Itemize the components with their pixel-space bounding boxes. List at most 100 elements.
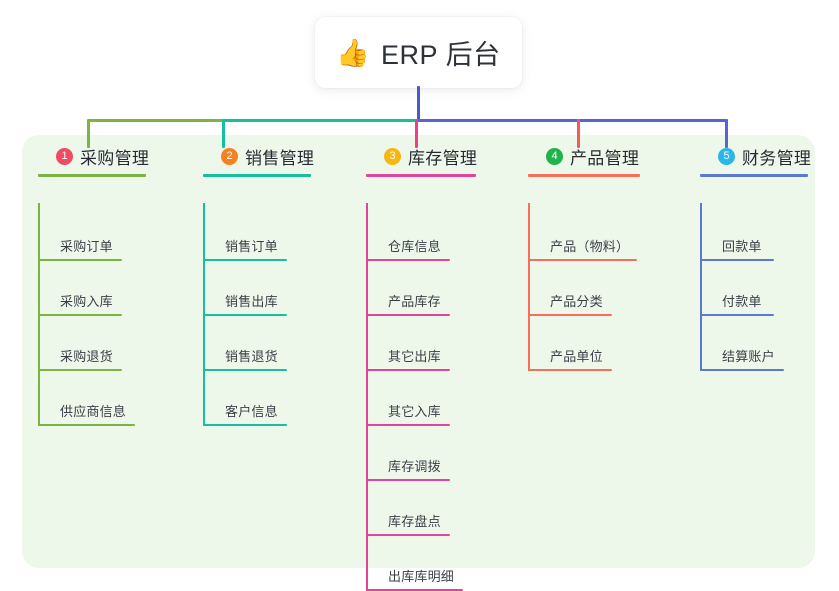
branch-underline [203, 174, 311, 177]
leaf-item[interactable]: 其它入库 [366, 394, 460, 426]
diagram-panel [22, 135, 815, 568]
branch-drop-product [577, 119, 580, 148]
branch-index-badge: 2 [221, 147, 238, 165]
leaf-item[interactable]: 产品分类 [528, 284, 622, 316]
leaf-item[interactable]: 销售订单 [203, 229, 297, 261]
root-title: ERP 后台 [381, 40, 501, 70]
leaf-item-label: 产品分类 [550, 294, 603, 309]
leaf-item-underline [203, 259, 287, 261]
leaf-item-label: 仓库信息 [388, 239, 441, 254]
leaf-item-underline [528, 314, 612, 316]
leaf-item[interactable]: 产品库存 [366, 284, 460, 316]
leaf-item-underline [38, 424, 135, 426]
leaf-item-label: 产品单位 [550, 349, 603, 364]
leaf-item[interactable]: 客户信息 [203, 394, 297, 426]
leaf-item-underline [366, 479, 450, 481]
leaf-item-label: 产品（物料） [550, 239, 630, 254]
branch-header-product[interactable]: 4 产品管理 [528, 143, 639, 169]
branch-title: 库存管理 [408, 148, 478, 168]
root-stem-connector [417, 86, 420, 122]
leaf-item[interactable]: 产品（物料） [528, 229, 647, 261]
trunk-segment-teal [223, 119, 416, 122]
leaf-item-label: 其它出库 [388, 349, 441, 364]
leaf-item-underline [700, 314, 774, 316]
leaf-item[interactable]: 销售退货 [203, 339, 297, 371]
branch-drop-inventory [415, 119, 418, 148]
branch-column-inventory: 3 库存管理仓库信息产品库存其它出库其它入库库存调拨库存盘点出库库明细 [366, 143, 477, 591]
branch-spine [528, 203, 530, 371]
leaf-item-label: 销售出库 [225, 294, 278, 309]
branch-title: 采购管理 [80, 148, 150, 168]
leaf-item[interactable]: 仓库信息 [366, 229, 460, 261]
leaf-item[interactable]: 库存盘点 [366, 504, 460, 536]
branch-drop-finance [725, 119, 728, 148]
root-node-card[interactable]: 👍 ERP 后台 [315, 17, 522, 88]
branch-drop-sales [222, 119, 225, 148]
branch-column-sales: 2 销售管理销售订单销售出库销售退货客户信息 [203, 143, 314, 426]
branch-column-product: 4 产品管理产品（物料） 产品分类产品单位 [528, 143, 640, 371]
leaf-item[interactable]: 供应商信息 [38, 394, 145, 426]
leaf-item[interactable]: 库存调拨 [366, 449, 460, 481]
leaf-item-underline [366, 369, 450, 371]
leaf-item-label: 库存调拨 [388, 459, 441, 474]
leaf-item-underline [366, 534, 450, 536]
leaf-item-underline [38, 259, 122, 261]
leaf-item-label: 采购入库 [60, 294, 113, 309]
trunk-segment-green [88, 119, 223, 122]
branch-title: 销售管理 [245, 148, 315, 168]
branch-header-inventory[interactable]: 3 库存管理 [366, 143, 477, 169]
leaf-item-underline [700, 259, 774, 261]
branch-index-badge: 4 [546, 147, 563, 165]
branch-drop-purchase [87, 119, 90, 148]
leaf-item[interactable]: 付款单 [700, 284, 784, 316]
branch-underline [528, 174, 640, 177]
branch-column-purchase: 1 采购管理采购订单采购入库采购退货供应商信息 [38, 143, 149, 426]
leaf-item-label: 产品库存 [388, 294, 441, 309]
leaf-item[interactable]: 产品单位 [528, 339, 622, 371]
leaf-item-label: 其它入库 [388, 404, 441, 419]
leaf-item-underline [528, 259, 637, 261]
branch-header-sales[interactable]: 2 销售管理 [203, 143, 314, 169]
trunk-segment-blue [416, 119, 726, 122]
leaf-item-label: 销售订单 [225, 239, 278, 254]
leaf-item-underline [203, 369, 287, 371]
leaf-item-underline [366, 424, 450, 426]
leaf-item-label: 客户信息 [225, 404, 278, 419]
leaf-item-label: 出库库明细 [388, 569, 455, 584]
leaf-item-underline [38, 369, 122, 371]
leaf-item-label: 库存盘点 [388, 514, 441, 529]
branch-header-purchase[interactable]: 1 采购管理 [38, 143, 149, 169]
leaf-item[interactable]: 采购入库 [38, 284, 132, 316]
branch-title: 产品管理 [570, 148, 640, 168]
leaf-item[interactable]: 回款单 [700, 229, 784, 261]
leaf-item-label: 采购退货 [60, 349, 113, 364]
leaf-item-label: 付款单 [722, 294, 762, 309]
leaf-item-label: 回款单 [722, 239, 762, 254]
branch-spine [366, 203, 368, 591]
branch-underline [366, 174, 476, 177]
leaf-item-label: 销售退货 [225, 349, 278, 364]
branch-spine [700, 203, 702, 371]
leaf-item[interactable]: 其它出库 [366, 339, 460, 371]
thumbs-up-icon: 👍 [336, 38, 371, 68]
leaf-item-label: 采购订单 [60, 239, 113, 254]
leaf-item-underline [366, 314, 450, 316]
leaf-item[interactable]: 采购退货 [38, 339, 132, 371]
branch-index-badge: 1 [56, 147, 73, 165]
leaf-item[interactable]: 出库库明细 [366, 559, 473, 591]
leaf-item[interactable]: 销售出库 [203, 284, 297, 316]
leaf-item[interactable]: 采购订单 [38, 229, 132, 261]
leaf-item-underline [203, 314, 287, 316]
branch-index-badge: 3 [384, 147, 401, 165]
leaf-item-underline [700, 369, 784, 371]
root-node-content: 👍 ERP 后台 [336, 33, 500, 72]
leaf-item[interactable]: 结算账户 [700, 339, 794, 371]
leaf-item-underline [203, 424, 287, 426]
branch-index-badge: 5 [718, 147, 735, 165]
leaf-item-underline [38, 314, 122, 316]
branch-underline [700, 174, 808, 177]
leaf-item-underline [528, 369, 612, 371]
